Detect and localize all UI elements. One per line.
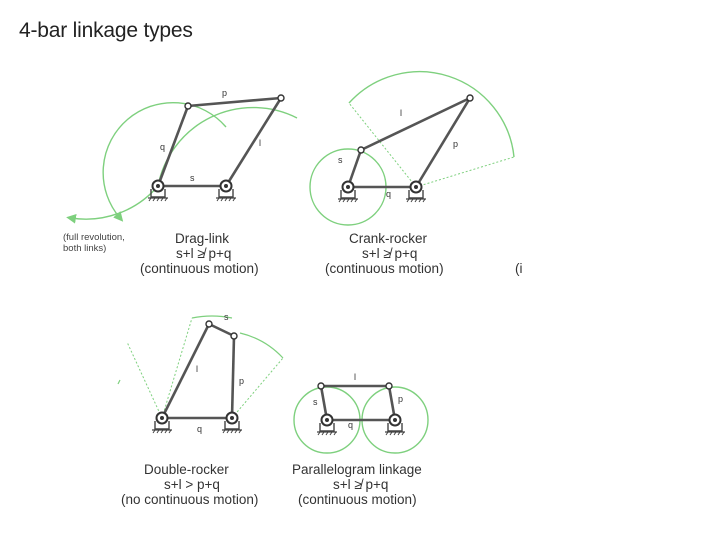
drag-link-arrow-right: [102, 101, 227, 222]
drag-link-label-q: q: [160, 142, 165, 152]
drag-link-note-line1: (full revolution,: [63, 232, 125, 243]
drag-link-arrow-left: [66, 185, 159, 224]
crank-rocker-rocker-arc: [348, 70, 515, 158]
double-rocker-label-q: q: [197, 424, 202, 434]
crank-rocker-fragment: (i: [515, 261, 523, 276]
crank-rocker-label-p: p: [453, 139, 458, 149]
crank-rocker-condition: s+l ≱ p+q: [362, 246, 417, 261]
double-rocker-caption: Double-rocker: [144, 462, 229, 477]
drag-link-caption: Drag-link: [175, 231, 229, 246]
drag-link-label-l: l: [259, 138, 261, 148]
parallelogram-label-q: q: [348, 420, 353, 430]
crank-rocker-motion: (continuous motion): [325, 261, 444, 276]
double-rocker-motion: (no continuous motion): [121, 492, 258, 507]
drag-link-condition: s+l ≱ p+q: [176, 246, 231, 261]
parallelogram-caption: Parallelogram linkage: [292, 462, 422, 477]
parallelogram-condition: s+l ≱ p+q: [333, 477, 388, 492]
crank-rocker-label-q: q: [386, 189, 391, 199]
parallelogram-motion: (continuous motion): [298, 492, 417, 507]
crank-rocker-diagram: l p s q Crank-rocker s+l ≱ p+q (continuo…: [309, 70, 523, 276]
drag-link-label-s: s: [190, 173, 195, 183]
parallelogram-label-s: s: [313, 397, 318, 407]
crank-rocker-caption: Crank-rocker: [349, 231, 428, 246]
parallelogram-diagram: l s p q Parallelogram linkage s+l ≱ p+q …: [292, 372, 429, 507]
crank-rocker-label-s: s: [338, 155, 343, 165]
slide-title: 4-bar linkage types: [19, 19, 193, 42]
double-rocker-label-s: s: [224, 312, 229, 322]
drag-link-label-p: p: [222, 88, 227, 98]
parallelogram-label-l: l: [354, 372, 356, 382]
double-rocker-label-l: l: [196, 364, 198, 374]
double-rocker-diagram: s l p q Double-rocker s+l > p+q (no cont…: [117, 312, 284, 507]
drag-link-diagram: p q l s (full revolution, both links) Dr…: [63, 88, 298, 276]
drag-link-motion: (continuous motion): [140, 261, 259, 276]
drag-link-outer-arc: [157, 106, 298, 187]
drag-link-note-line2: both links): [63, 243, 106, 254]
double-rocker-condition: s+l > p+q: [164, 477, 220, 492]
crank-rocker-label-l: l: [400, 108, 402, 118]
parallelogram-label-p: p: [398, 394, 403, 404]
double-rocker-label-p: p: [239, 376, 244, 386]
